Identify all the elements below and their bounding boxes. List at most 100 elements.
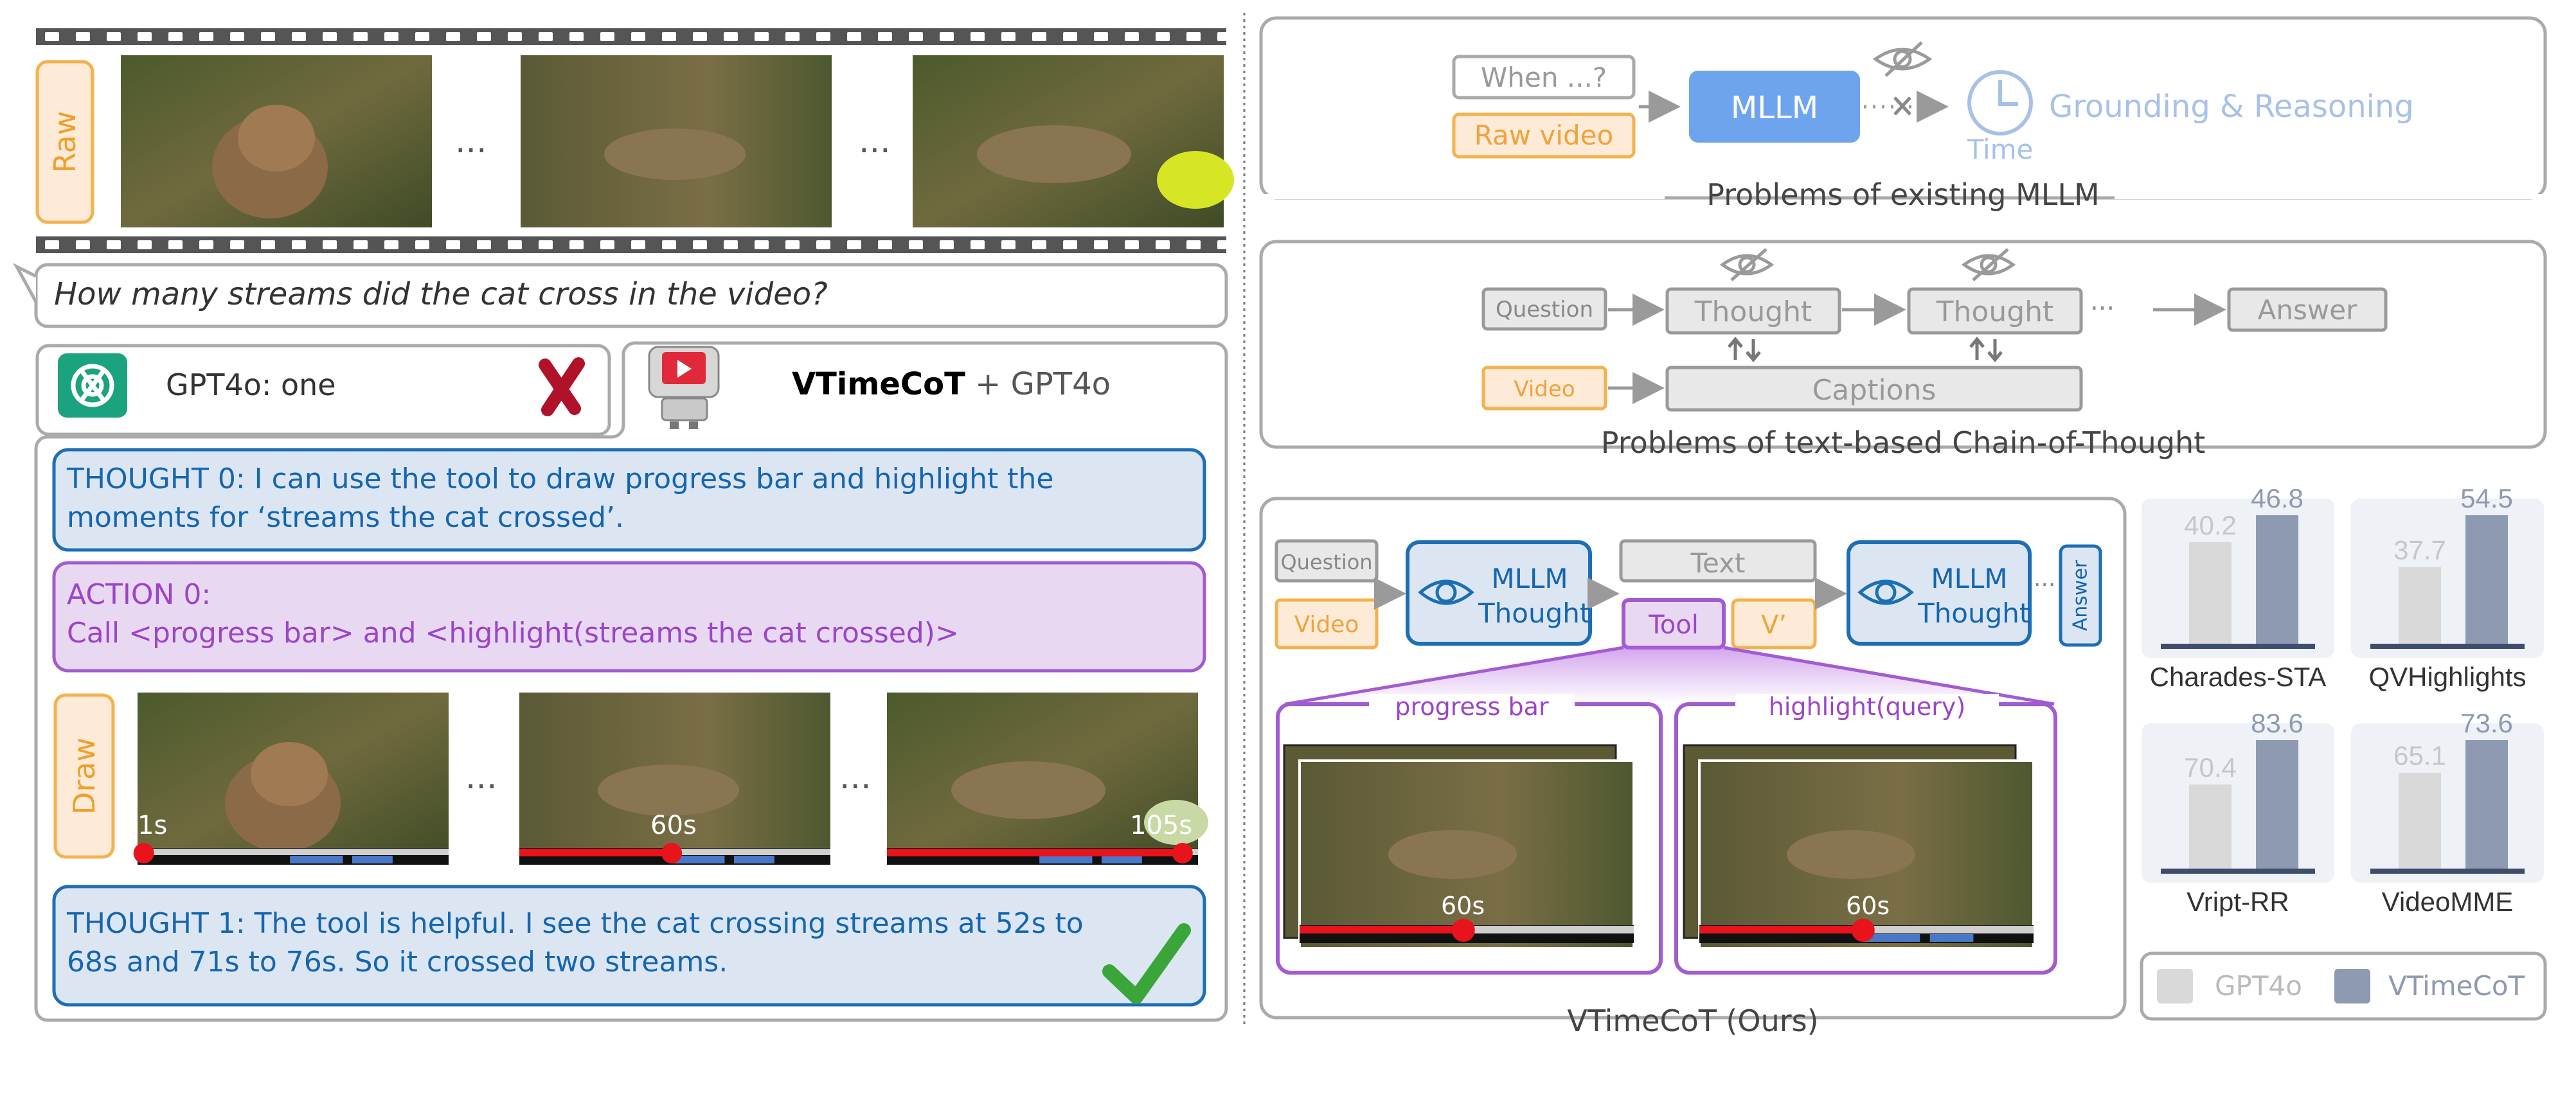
film-perforation (107, 32, 121, 41)
film-perforation (785, 240, 800, 249)
raw-frame-1 (121, 55, 432, 227)
film-perforation (508, 32, 522, 41)
legend-swatch-gpt4o (2157, 969, 2193, 1003)
p2-ellipsis: ... (2090, 287, 2115, 316)
film-perforation (384, 240, 398, 249)
ellipsis-4: ... (839, 758, 872, 797)
p3-question-box (1275, 539, 1379, 583)
chart-baseline (2370, 644, 2525, 649)
p3-thought-2: Thought (1918, 597, 2030, 629)
film-perforation (1063, 240, 1077, 249)
chart-bar-gpt4o (2189, 784, 2232, 869)
film-perforation (1001, 32, 1015, 41)
film-perforation (1217, 32, 1231, 41)
film-perforation (1125, 32, 1139, 41)
chart-bar-gpt4o (2399, 772, 2441, 869)
p2-captions-box (1665, 366, 2083, 412)
p3-video-box (1275, 598, 1379, 650)
film-perforation (569, 240, 584, 249)
ellipsis-3: ... (465, 758, 497, 797)
film-perforation (107, 240, 121, 249)
chart-baseline (2370, 869, 2525, 874)
film-perforation (600, 32, 614, 41)
chart-title: Charades-STA (2150, 662, 2327, 692)
film-perforation (878, 32, 892, 41)
progress-knob (1172, 843, 1193, 863)
film-perforation (292, 32, 306, 41)
film-perforation (199, 240, 213, 249)
progress-bar-label: progress bar (1395, 693, 1549, 721)
question-text: How many streams did the cat cross in th… (54, 276, 828, 312)
chart-title: Vript-RR (2187, 887, 2289, 917)
film-perforation (138, 240, 152, 249)
crossed-eye-icon (1719, 248, 1775, 281)
film-perforation (662, 32, 676, 41)
action0-title: ACTION 0: (67, 578, 211, 611)
film-perforation (292, 240, 306, 249)
film-perforation (1032, 32, 1046, 41)
film-perforation (909, 32, 923, 41)
p2-video-box (1481, 366, 1607, 411)
progress-fill (519, 849, 672, 856)
clock-icon (1967, 70, 2033, 136)
draw-label-box (53, 693, 115, 859)
chart-title: QVHighlights (2368, 662, 2526, 692)
film-perforation (477, 32, 491, 41)
progress-base (138, 849, 449, 855)
film-perforation (446, 240, 460, 249)
frame-time-3: 105s (1130, 811, 1193, 840)
progress-knob (1451, 919, 1475, 942)
when-box (1452, 55, 1636, 100)
chart-bar-vtimecot (2465, 740, 2508, 869)
progress-fill (1699, 926, 1863, 933)
film-perforation (384, 32, 398, 41)
chart-bar-gpt4o (2189, 542, 2232, 644)
panel2-caption: Problems of text-based Chain-of-Thought (1600, 425, 2206, 460)
chart-panel (2351, 723, 2544, 883)
action0-box (52, 561, 1206, 673)
chart-panel (2142, 723, 2334, 883)
ellipsis-2: ... (859, 122, 891, 161)
time-label: Time (1967, 134, 2034, 165)
film-perforation (816, 32, 830, 41)
film-perforation (693, 240, 707, 249)
crossed-eye-icon (1961, 248, 2016, 281)
thought0-text: THOUGHT 0: I can use the tool to draw pr… (67, 463, 1054, 534)
film-perforation (1156, 240, 1170, 249)
method-title: VTimeCoT + GPT4o (792, 366, 1111, 402)
film-perforation (168, 240, 183, 249)
film-perforation (45, 32, 59, 41)
film-perforation (138, 32, 152, 41)
legend-vtimecot: VTimeCoT (2388, 970, 2525, 1002)
film-perforation (1156, 32, 1170, 41)
robot-icon (648, 346, 720, 429)
film-perforation (847, 32, 861, 41)
baseline-answer: GPT4o: one (166, 367, 336, 402)
film-perforation (261, 240, 275, 249)
chart-value-label: 83.6 (2251, 708, 2303, 738)
highlight-segment (290, 856, 343, 863)
film-perforation (230, 32, 244, 41)
chart-value-label: 37.7 (2393, 535, 2446, 565)
action0-body: Call <progress bar> and <highlight(strea… (67, 617, 959, 650)
film-perforation (539, 32, 553, 41)
film-perforation (755, 32, 769, 41)
raw-frame-2 (521, 55, 832, 227)
draw-frame-3 (887, 693, 1208, 865)
film-perforation (508, 240, 522, 249)
film-perforation (662, 240, 676, 249)
p2-captions-text: Captions (1812, 374, 1936, 407)
film-perforation (477, 240, 491, 249)
p3-frame-stack-1 (1283, 744, 1635, 950)
mllm-text: MLLM (1730, 90, 1819, 126)
chart-panel (2351, 499, 2544, 658)
highlight-label: highlight(query) (1768, 693, 1966, 721)
film-perforation (199, 32, 213, 41)
chart-bar-vtimecot (2465, 515, 2508, 644)
eye-icon (1418, 579, 1474, 605)
film-perforation (539, 240, 553, 249)
p3-frame-stack-2 (1683, 744, 2035, 950)
p2-thought-box-1 (1665, 287, 1841, 335)
film-perforation (755, 240, 769, 249)
p3-ellipsis: ... (2034, 565, 2056, 592)
